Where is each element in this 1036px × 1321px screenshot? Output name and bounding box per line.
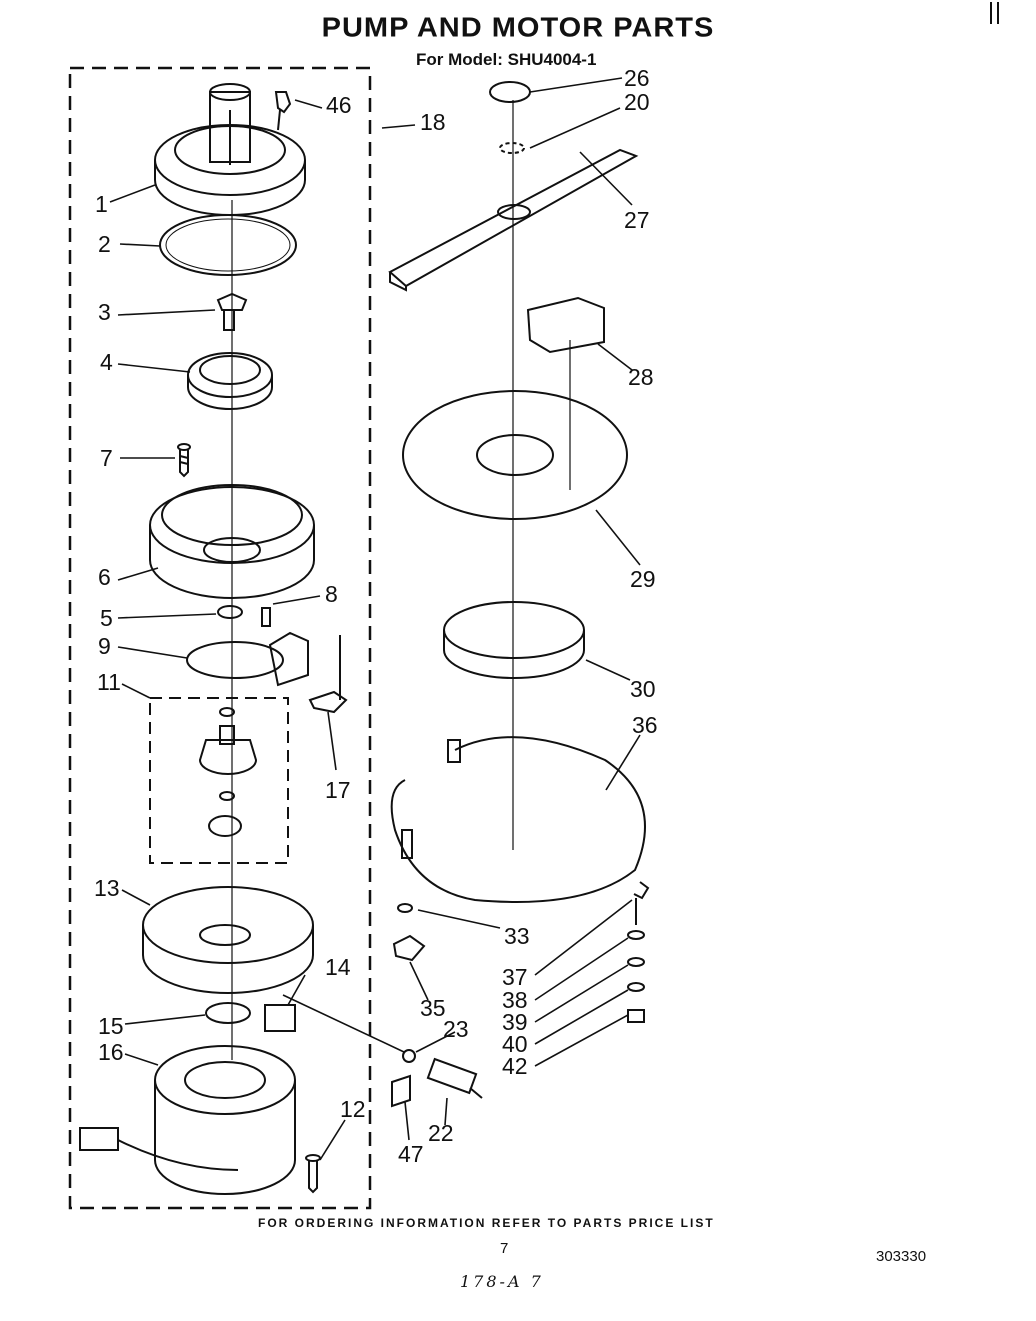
part-23-oring <box>402 1049 416 1063</box>
callout-36: 36 <box>632 712 658 738</box>
callout-38: 38 <box>502 987 528 1013</box>
parts-37-42-fastener-stack <box>627 881 650 1023</box>
part-9-mounting-plate <box>186 631 309 687</box>
part-7-screw <box>177 443 191 478</box>
callout-35: 35 <box>420 995 446 1021</box>
part-1-pump-housing <box>154 83 306 216</box>
callout-27: 27 <box>624 207 650 233</box>
callout-47: 47 <box>398 1141 424 1167</box>
callout-40: 40 <box>502 1031 528 1057</box>
callout-37: 37 <box>502 964 528 990</box>
document-number: 303330 <box>876 1248 927 1265</box>
part-28-clip <box>526 296 605 354</box>
part-3-impeller-pin <box>216 292 248 331</box>
callout-15: 15 <box>98 1013 124 1039</box>
callout-39: 39 <box>502 1009 528 1035</box>
callout-16: 16 <box>98 1039 124 1065</box>
callout-30: 30 <box>630 676 656 702</box>
callout-29: 29 <box>630 566 656 592</box>
part-2-seal-ring <box>159 214 297 276</box>
callout-8: 8 <box>325 581 338 607</box>
part-17-float-switch <box>308 635 348 714</box>
part-33-grommet <box>397 903 413 913</box>
callout-33: 33 <box>504 923 530 949</box>
part-13-motor-mount <box>142 886 314 994</box>
part-5-washer <box>217 605 243 619</box>
ordering-info-footer: FOR ORDERING INFORMATION REFER TO PARTS … <box>258 1216 715 1230</box>
part-22-sensor <box>426 1057 483 1099</box>
callout-5: 5 <box>100 605 113 631</box>
part-30-ring <box>443 601 585 679</box>
callout-labels: 46 18 1 2 3 4 7 6 5 8 9 11 17 13 14 15 1… <box>94 65 658 1167</box>
callout-13: 13 <box>94 875 120 901</box>
callout-28: 28 <box>628 364 654 390</box>
callout-22: 22 <box>428 1120 454 1146</box>
callout-26: 26 <box>624 65 650 91</box>
part-47-clip <box>391 1074 411 1108</box>
callout-12: 12 <box>340 1096 366 1122</box>
part-35-bracket <box>392 934 426 962</box>
scan-edge-mark <box>990 2 999 24</box>
callout-1: 1 <box>95 191 108 217</box>
part-15-washer <box>205 1002 251 1024</box>
part-14-bracket <box>264 1004 296 1032</box>
part-20-washer <box>499 142 525 154</box>
callout-3: 3 <box>98 299 111 325</box>
assembly-18-box <box>68 66 372 1210</box>
part-36-heater-wire <box>390 736 646 903</box>
callout-14: 14 <box>325 954 351 980</box>
callout-46: 46 <box>326 92 352 118</box>
part-12-screw <box>305 1154 321 1194</box>
callout-9: 9 <box>98 633 111 659</box>
part-46-clip <box>274 91 292 131</box>
part-29-strainer-plate <box>402 390 628 520</box>
part-4-impeller <box>187 352 273 410</box>
callout-4: 4 <box>100 349 113 375</box>
part-16-motor <box>79 1045 296 1195</box>
callout-42: 42 <box>502 1053 528 1079</box>
callout-18: 18 <box>420 109 446 135</box>
callout-20: 20 <box>624 89 650 115</box>
callout-6: 6 <box>98 564 111 590</box>
part-26-cap <box>489 81 531 103</box>
callout-7: 7 <box>100 445 113 471</box>
leader-lines <box>109 77 641 1161</box>
callout-23: 23 <box>443 1016 469 1042</box>
part-11-chopper-assembly <box>198 707 258 837</box>
callout-2: 2 <box>98 231 111 257</box>
callout-11: 11 <box>97 669 121 695</box>
handwritten-note: 178-A 7 <box>460 1272 544 1291</box>
page-number: 7 <box>500 1240 509 1257</box>
part-6-pump-base <box>149 484 315 599</box>
part-27-spray-arm <box>388 148 639 292</box>
model-line: For Model: SHU4004-1 <box>416 50 597 69</box>
callout-17: 17 <box>325 777 351 803</box>
page-title: PUMP AND MOTOR PARTS <box>321 12 715 44</box>
part-8-screw <box>261 607 271 627</box>
assembly-11-box <box>149 697 289 864</box>
